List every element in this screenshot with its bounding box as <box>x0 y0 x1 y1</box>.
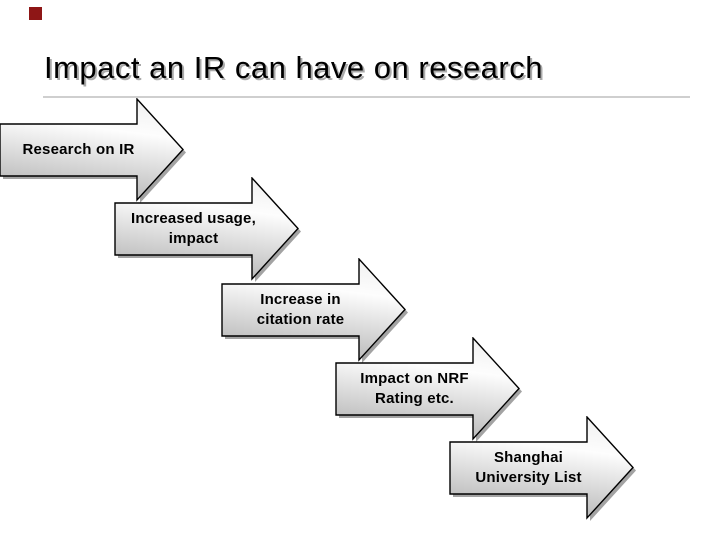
process-arrow-nrf-rating: Impact on NRF Rating etc. <box>335 337 523 444</box>
right-block-arrow-icon <box>221 258 408 363</box>
arrow-label: Shanghai University List <box>475 449 582 486</box>
process-arrow-research-on-ir: Research on IR <box>0 98 187 205</box>
right-block-arrow-icon <box>0 98 186 203</box>
arrow-label: Increase in citation rate <box>256 291 345 328</box>
right-block-arrow-icon <box>114 177 301 282</box>
arrow-label: Research on IR <box>22 141 135 158</box>
process-arrow-increased-usage: Increased usage, impact <box>114 177 302 284</box>
process-arrow-shanghai-list: Shanghai University List <box>449 416 637 523</box>
right-block-arrow-icon <box>335 337 522 442</box>
arrow-label: Impact on NRF Rating etc. <box>360 370 469 407</box>
title-divider-line <box>43 96 690 98</box>
arrow-label: Increased usage, impact <box>131 210 256 247</box>
accent-square <box>29 7 42 20</box>
right-block-arrow-icon <box>449 416 636 521</box>
page-title: Impact an IR can have on research <box>44 50 543 85</box>
process-arrow-citation-rate: Increase in citation rate <box>221 258 409 365</box>
